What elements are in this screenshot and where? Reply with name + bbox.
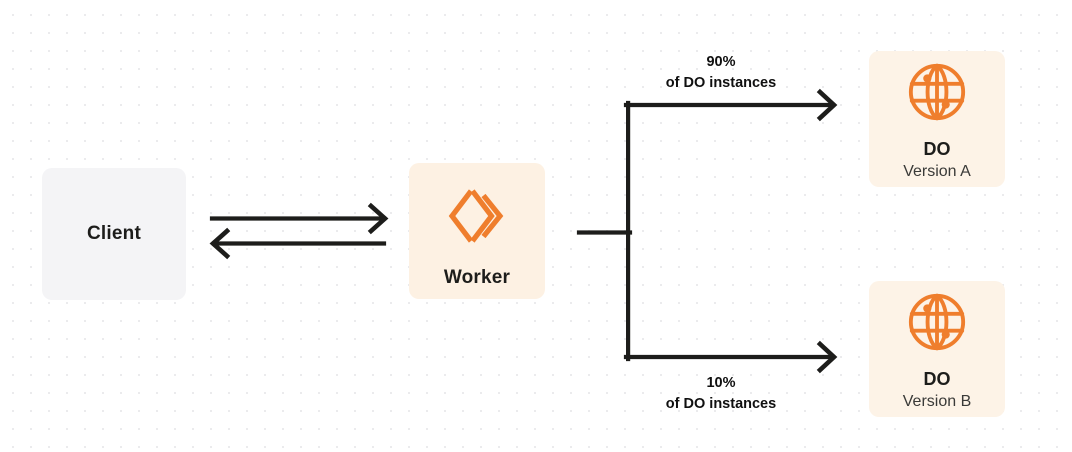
edge-worker-split-trunk: [576, 100, 633, 362]
node-do-version-a[interactable]: DO Version A: [869, 51, 1005, 187]
edge-label-do-a-percent: 90%: [706, 54, 736, 70]
edge-client-to-worker-request: [209, 202, 389, 235]
edge-worker-to-client-response: [209, 227, 387, 260]
edge-label-do-b: 10% of DO instances: [628, 373, 814, 414]
durable-object-globe-icon: [906, 291, 968, 358]
durable-object-globe-icon: [906, 61, 968, 128]
edge-to-do-a: [623, 88, 838, 122]
node-client[interactable]: Client: [42, 168, 186, 300]
edge-to-do-b: [623, 340, 838, 374]
do-b-title: DO: [923, 369, 951, 390]
cloudflare-workers-icon: [445, 184, 509, 253]
edge-label-do-a: 90% of DO instances: [628, 52, 814, 93]
do-a-subtitle: Version A: [903, 162, 971, 180]
worker-label: Worker: [443, 266, 511, 288]
do-a-title: DO: [923, 139, 951, 160]
client-label: Client: [87, 223, 141, 244]
edge-label-do-b-percent: 10%: [706, 375, 736, 391]
node-worker[interactable]: Worker: [409, 163, 545, 299]
edge-label-do-b-description: of DO instances: [665, 395, 777, 412]
do-b-subtitle: Version B: [902, 392, 972, 410]
node-do-version-b[interactable]: DO Version B: [869, 281, 1005, 417]
edge-label-do-a-description: of DO instances: [665, 74, 777, 91]
